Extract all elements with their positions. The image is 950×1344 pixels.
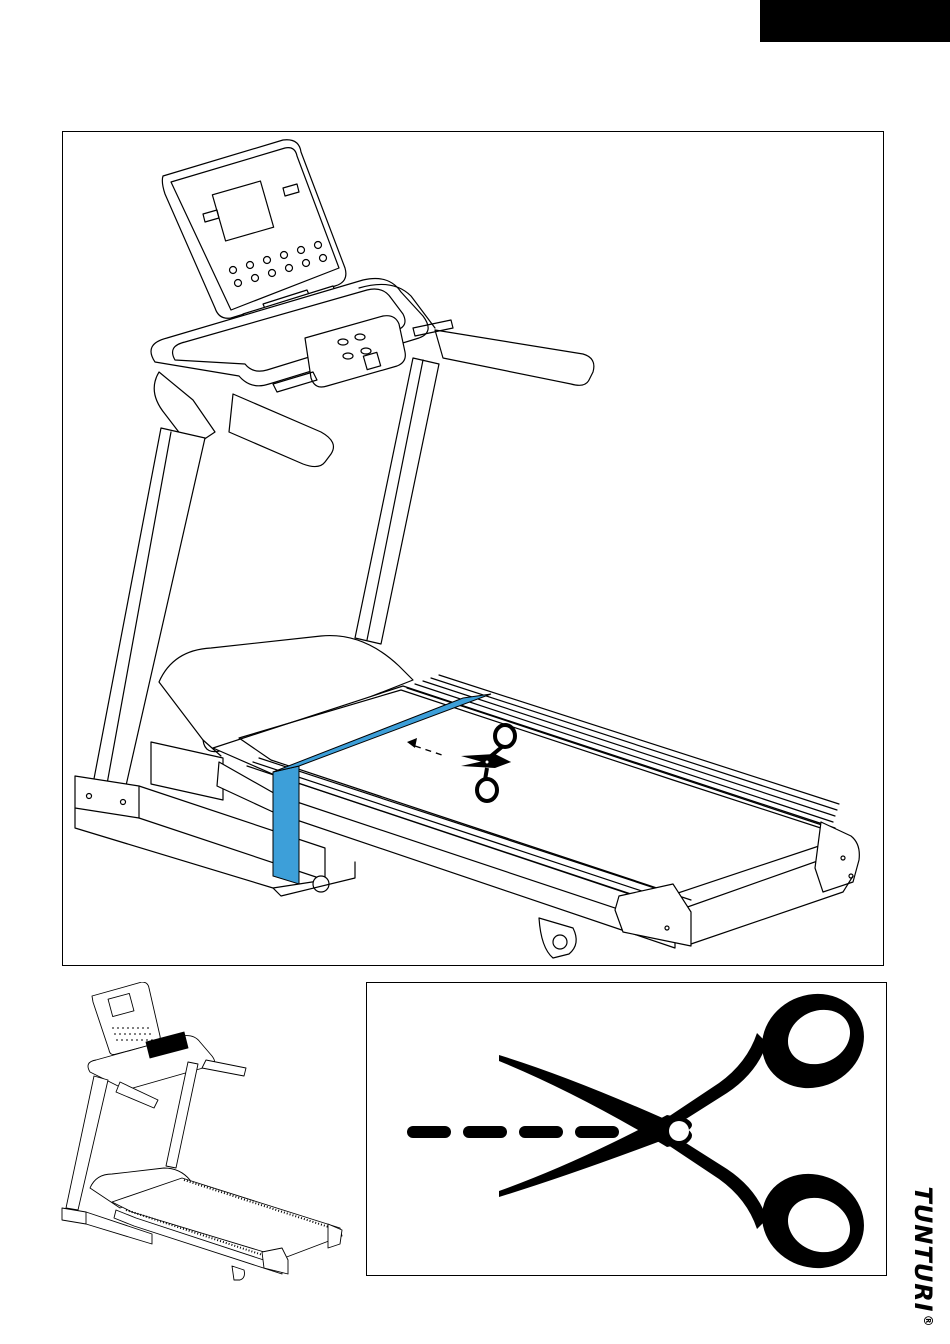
scissors-icon — [367, 983, 888, 1277]
brand-name: TUNTURI — [909, 1186, 937, 1312]
treadmill-illustration — [63, 132, 885, 967]
brand-registered-mark: ® — [921, 1315, 935, 1328]
cut-guide-frame — [366, 982, 887, 1276]
brand-wordmark: TUNTURI ® — [909, 1186, 937, 1327]
treadmill-thumbnail — [56, 982, 356, 1282]
cut-line-dashes — [407, 1126, 619, 1138]
header-tab-block — [760, 0, 950, 42]
treadmill-thumbnail-illustration — [56, 982, 356, 1282]
brand-logo: TUNTURI ® — [900, 1172, 946, 1342]
main-illustration-frame — [62, 131, 884, 966]
